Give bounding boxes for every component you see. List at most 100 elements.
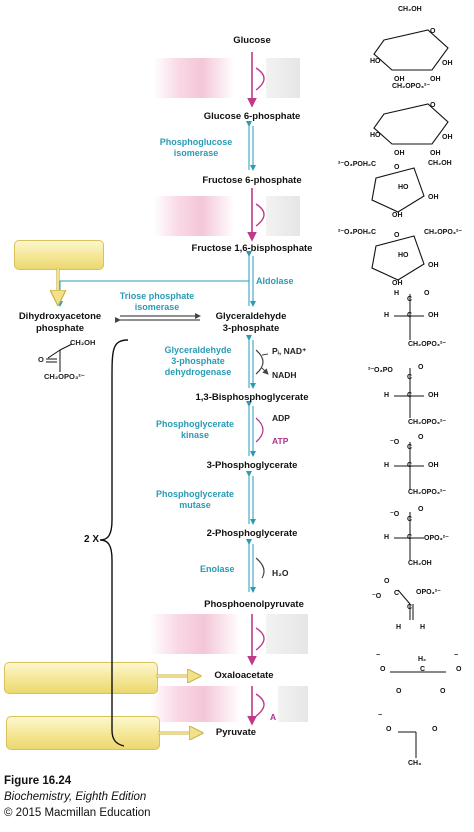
struct-2pg-h: H [384,534,390,541]
caption-figure: Figure 16.24 [4,775,72,787]
struct-pep-o: O [384,578,390,585]
label-1-3-bisphosphoglycerate: 1,3-Bisphosphoglycerate [195,392,309,403]
hidden-cofactor-box-2 [266,196,300,236]
struct-pep-opo3: OPO₃²⁻ [416,589,441,596]
struct-2pg-c2: C [407,534,413,541]
struct-oaa-o1: O [380,666,386,673]
cofactor-atp: ATP [272,436,289,446]
struct-g6p-ch2opo3: CH₂OPO₃²⁻ [392,83,431,90]
struct-oaa-minus1: − [376,652,381,659]
struct-f16bp-oh2: OH [392,280,403,287]
dhap-ch2oh: CH₂OH [70,338,96,347]
struct-bpg-h: H [384,392,390,399]
enzyme-pgk-line2: kinase [180,430,210,440]
label-glucose-6-phosphate: Glucose 6-phosphate [203,111,301,122]
struct-oaa-o2: O [456,666,462,673]
struct-oaa-c: C [420,666,426,673]
struct-2pg-c1: C [407,516,413,523]
cofactor-pi-nad: Pᵢ, NAD⁺ [272,346,307,356]
struct-g6p-ho: HO [370,132,381,139]
struct-g6p-oh1: OH [442,134,453,141]
hidden-enzyme-box-2 [154,196,234,236]
enzyme-pgk-line1: Phosphoglycerate [155,419,235,429]
hidden-cofactor-box-3 [266,614,308,654]
struct-oaa-h2: H₂ [418,656,427,663]
struct-2pg-ch2oh: CH₂OH [408,560,432,567]
struct-oaa-minus2: − [454,652,459,659]
struct-bpg-c1: C [407,374,413,381]
struct-f6p-oh1: OH [428,194,439,201]
label-gap-line1: Glyceraldehyde [215,311,287,322]
struct-f6p-ch2oh: CH₂OH [428,160,452,167]
struct-g6p-oh3: OH [430,150,441,157]
enzyme-tpi-line2: isomerase [134,302,180,312]
label-glucose: Glucose [233,35,271,46]
struct-gap-c2: C [407,312,413,319]
struct-2pg-ominus: ⁻O [390,511,400,518]
answer-box-pyruvate-source[interactable] [6,716,160,750]
struct-bpg-left: ²⁻O₃PO [368,367,393,374]
enzyme-gapdh: Glyceraldehyde 3-phosphate dehydrogenase [150,345,246,378]
label-2x: 2 X [84,534,100,545]
enzyme-gapdh-line1: Glyceraldehyde [164,345,232,355]
enzyme-triose-phosphate-isomerase: Triose phosphate isomerase [110,291,204,313]
answer-box-dhap-source[interactable] [14,240,104,270]
hidden-enzyme-box-4 [150,686,240,722]
struct-oaa-o4: O [440,688,446,695]
struct-bpg-ch2: CH₂OPO₃²⁻ [408,419,447,426]
label-2-phosphoglycerate: 2-Phosphoglycerate [206,528,298,539]
structure-rings [371,29,449,281]
cofactor-h2o: H₂O [272,568,289,578]
enzyme-pgm-line1: Phosphoglycerate [155,489,235,499]
two-x-brace [99,339,129,747]
label-fructose-1-6-bisphosphate: Fructose 1,6-bisphosphate [191,243,313,254]
struct-bpg-o: O [418,364,424,371]
struct-3pg-c2: C [407,462,413,469]
label-phosphoenolpyruvate: Phosphoenolpyruvate [204,599,304,610]
struct-3pg-h: H [384,462,390,469]
struct-pep-ominus: ⁻O [372,593,382,600]
label-oxaloacetate: Oxaloacetate [214,670,274,681]
dhap-ch2opo3: CH₂OPO₃²⁻ [44,372,85,381]
hook-1 [255,67,265,91]
struct-pyr-o1: O [386,726,392,733]
hidden-cofactor-box-4 [278,686,308,722]
struct-3pg-ch2: CH₂OPO₃²⁻ [408,489,447,496]
cofactor-atp-partial: A [270,712,277,722]
struct-f6p-o: O [394,164,400,171]
answer-box-oxaloacetate-source[interactable] [4,662,158,694]
struct-g6p-oh2: OH [394,150,405,157]
hidden-cofactor-box-1 [266,58,300,98]
enzyme-pgm-line2: mutase [179,500,211,510]
struct-pep-h2: H [420,624,426,631]
struct-3pg-oh: OH [428,462,439,469]
struct-pep-c2: C [407,604,413,611]
struct-f6p-oh2: OH [392,212,403,219]
struct-glucose-ho: HO [370,58,381,65]
enzyme-enolase: Enolase [200,564,235,574]
struct-glucose-o: O [430,28,436,35]
caption-copyright: © 2015 Macmillan Education [4,807,151,819]
dhap-o: O [38,355,44,364]
struct-pyr-minus: − [378,712,383,719]
enzyme-pgi-line1: Phosphoglucose [159,137,233,147]
struct-3pg-o: O [418,434,424,441]
enzyme-aldolase: Aldolase [256,276,294,286]
struct-f6p-ho: HO [398,184,409,191]
label-pyruvate: Pyruvate [215,727,257,738]
struct-bpg-c2: C [407,392,413,399]
struct-bpg-oh: OH [428,392,439,399]
struct-pep-c1: C [394,590,400,597]
structure-chains [390,294,446,758]
struct-pyr-o2: O [432,726,438,733]
struct-oaa-o3: O [396,688,402,695]
struct-glucose-oh3: OH [430,76,441,83]
struct-gap-o: O [424,290,430,297]
struct-gap-h: H [394,290,400,297]
cofactor-adp: ADP [272,413,290,423]
struct-g6p-o: O [430,102,436,109]
caption-book: Biochemistry, Eighth Edition [4,791,147,803]
label-fructose-6-phosphate: Fructose 6-phosphate [202,175,302,186]
struct-gap-c1: C [407,296,413,303]
struct-3pg-ominus: ⁻O [390,439,400,446]
